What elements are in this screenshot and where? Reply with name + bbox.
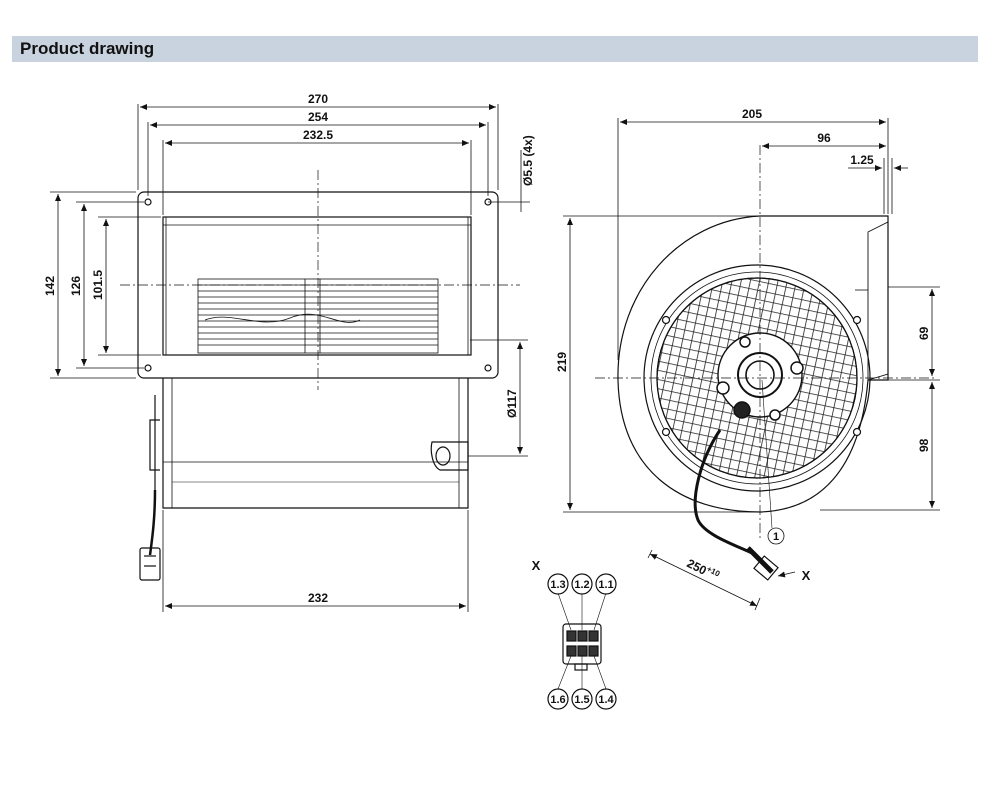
outlet-opening: [162, 216, 472, 356]
dim-270: 270: [308, 92, 328, 106]
dim-232-5: 232.5: [303, 128, 333, 142]
dim-142: 142: [43, 276, 57, 296]
dim-117: Ø117: [505, 389, 519, 418]
view-x-label: X: [802, 568, 811, 583]
motor-cable: [693, 429, 753, 555]
mounting-hole-icon: [144, 364, 152, 372]
motor-terminal: [430, 441, 469, 471]
dim-98: 98: [917, 438, 931, 452]
side-view: [595, 145, 935, 581]
pin-label: 1.3: [550, 579, 565, 591]
dim-1-25: 1.25: [850, 153, 874, 167]
dim-101-5: 101.5: [91, 270, 105, 300]
cable-clip: [149, 395, 160, 490]
dim-96: 96: [817, 131, 831, 145]
callout-1-label: 1: [773, 531, 779, 543]
cable-connector: [139, 547, 161, 581]
callout-circle-icon: [767, 527, 785, 545]
pin-label: 1.2: [574, 579, 589, 591]
mounting-hole-icon: [144, 198, 152, 206]
connector-view-title: X: [532, 558, 541, 573]
dim-69: 69: [917, 326, 931, 340]
front-dimensions: [50, 104, 530, 612]
pin-marker-icon: [547, 573, 569, 595]
dim-232: 232: [308, 591, 328, 605]
dim-126: 126: [69, 276, 83, 296]
mounting-hole-icon: [484, 364, 492, 372]
connector-pin-labels: 1.3 1.2 1.1 1.6 1.5 1.4: [550, 579, 614, 706]
cable-plug: [753, 555, 779, 581]
pin-marker-icon: [571, 573, 593, 595]
dim-hole: Ø5.5 (4x): [521, 135, 535, 186]
dim-205: 205: [742, 107, 762, 121]
dim-254: 254: [308, 110, 328, 124]
pin-marker-icon: [547, 688, 569, 710]
pin-label: 1.5: [574, 694, 589, 706]
connector-view: X: [532, 558, 617, 710]
dim-219: 219: [555, 352, 569, 372]
pin-marker-icon: [595, 688, 617, 710]
pin-marker-icon: [595, 573, 617, 595]
front-dimension-labels: 270 254 232.5 Ø5.5 (4x) 142 126 101.5 Ø1…: [43, 92, 535, 605]
section-header: Product drawing: [12, 36, 978, 62]
pin-marker-icon: [571, 688, 593, 710]
section-title: Product drawing: [20, 39, 155, 58]
housing-body: [162, 378, 469, 509]
side-dimensions: [563, 118, 940, 611]
scroll-housing: [617, 215, 889, 513]
pin-label: 1.4: [598, 694, 614, 706]
front-view: [120, 170, 520, 581]
pin-label: 1.6: [550, 694, 565, 706]
pin-label: 1.1: [598, 579, 613, 591]
